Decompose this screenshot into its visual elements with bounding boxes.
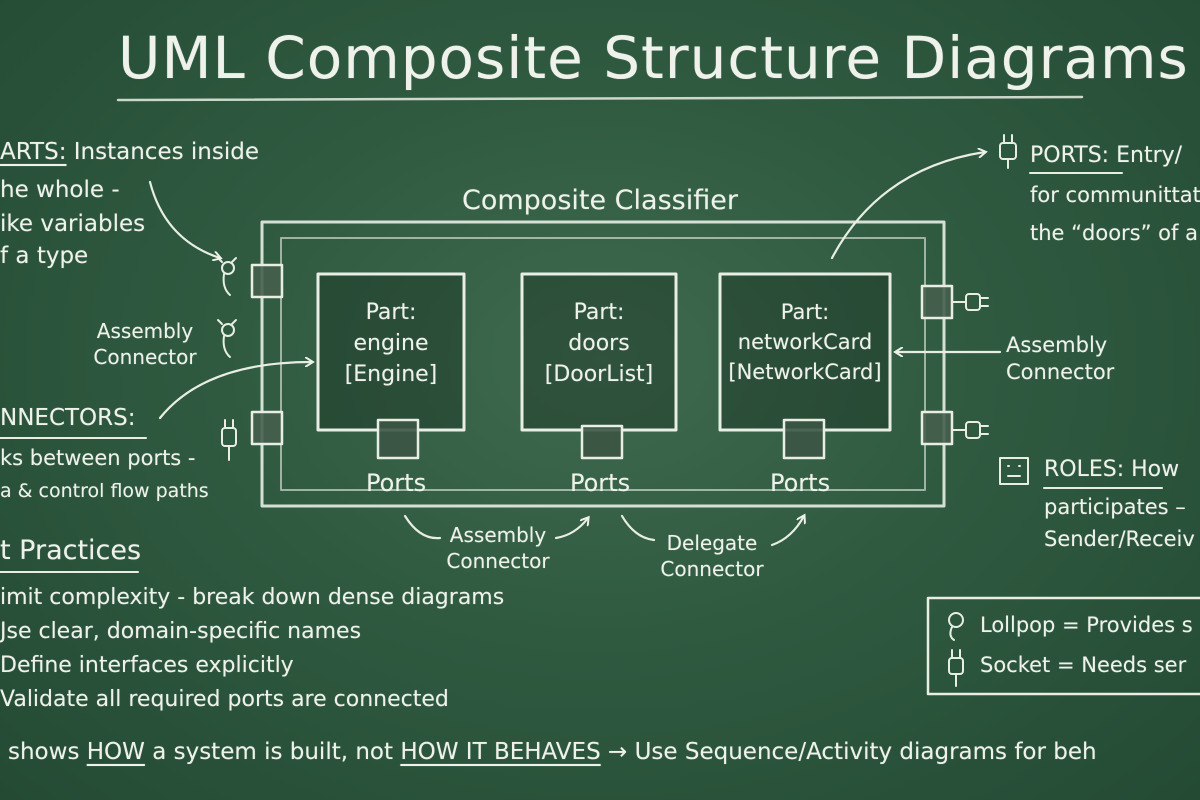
right-assembly-line1: Assembly [1006, 333, 1108, 357]
part-doors-type: [DoorList] [544, 361, 654, 387]
part-doors-name: doors [568, 330, 630, 356]
part-networkcard-line1: Part: [780, 300, 830, 324]
connectors-title: NNECTORS: [0, 405, 136, 431]
title-underline [116, 95, 1084, 102]
legend-box [926, 596, 1200, 696]
bottom-assembly-line2: Connector [446, 549, 550, 573]
roles-text1: How [1131, 457, 1180, 482]
arrow-parts-to-port [148, 180, 220, 258]
roles-text2: participates – [1044, 495, 1186, 519]
bottom-assembly-line1: Assembly [449, 523, 547, 547]
parts-text2: he whole - [0, 177, 120, 203]
practice-item-2: Jse clear, domain-specific names [0, 619, 362, 644]
part-networkcard-name: networkCard [737, 329, 873, 354]
arrow-assembly-left-curve [403, 514, 442, 540]
arrow-delegate-to-networkcard-port [770, 516, 804, 547]
part-box-networkcard [718, 272, 892, 432]
ports-heading: PORTS: Entry/ [1030, 143, 1183, 169]
part-networkcard-type: [NetworkCard] [728, 359, 882, 384]
footer-note: shows HOW a system is built, not HOW IT … [8, 739, 1097, 766]
ports-text3: the “doors” of a [1030, 221, 1198, 245]
footer-how1: HOW [86, 739, 145, 765]
footer-arrow: → [608, 739, 628, 765]
port-square-networkcard [782, 418, 826, 460]
page-title: UML Composite Structure Diagrams [118, 24, 1189, 92]
footer-how2: HOW IT BEHAVES [400, 739, 601, 765]
ports-title: PORTS: [1030, 143, 1110, 168]
practice-item-3: Define interfaces explicitly [0, 653, 294, 678]
delegate-line1: Delegate [666, 531, 758, 555]
legend-lollipop-icon [948, 612, 964, 641]
port-square-doors [580, 424, 624, 460]
delegate-connector-label: Delegate Connector [652, 530, 772, 582]
frame-port-left-top [250, 263, 284, 299]
ports-text2: for communittat [1030, 183, 1200, 207]
left-assembly-line2: Connector [93, 345, 197, 369]
footer-part2: a system is built, not [152, 739, 394, 765]
part-engine: Part: engine [Engine] [318, 298, 464, 390]
part-engine-type: [Engine] [344, 361, 438, 387]
part-doors: Part: doors [DoorList] [522, 298, 676, 390]
legend-socket-icon [948, 649, 964, 687]
roles-icon [999, 457, 1029, 485]
lollipop-icon-left-mid [217, 319, 237, 358]
arrow-connectors-to-engine [158, 362, 312, 420]
practice-item-4: Validate all required ports are connecte… [0, 687, 449, 712]
part-engine-name: engine [353, 330, 429, 356]
legend-socket-text: Socket = Needs ser [980, 653, 1187, 677]
footer-part3: Use Sequence/Activity diagrams for beh [634, 739, 1097, 765]
roles-heading: ROLES: How [1044, 457, 1180, 483]
parts-text3: ike variables [0, 211, 146, 237]
parts-text4: f a type [0, 243, 89, 269]
ports-text1: Entry/ [1116, 143, 1183, 168]
lollipop-icon-left-top [217, 257, 237, 296]
frame-port-left-bottom [250, 410, 284, 446]
left-assembly-connector-label: Assembly Connector [86, 318, 204, 370]
arrow-networkcard-to-ports [830, 152, 985, 260]
plug-icon-right-top [952, 293, 989, 311]
connectors-text2: a & control flow paths [0, 480, 209, 502]
composite-classifier-label: Composite Classifier [462, 185, 738, 216]
practice-item-1: imit complexity - break down dense diagr… [0, 585, 505, 610]
arrow-delegate-left-curve [620, 514, 656, 542]
delegate-line2: Connector [660, 557, 764, 581]
plug-icon-right-bottom [952, 421, 989, 439]
connectors-text1: ks between ports - [0, 446, 196, 470]
bottom-assembly-connector-label: Assembly Connector [438, 522, 558, 574]
frame-port-right-top [920, 284, 954, 320]
right-assembly-connector-label: Assembly Connector [1006, 332, 1114, 387]
parts-title: ARTS: [0, 139, 67, 165]
port-square-engine [376, 418, 420, 460]
plug-icon-ports-heading [999, 134, 1017, 169]
arrow-assembly-to-doors-port [554, 518, 588, 540]
part-box-engine [316, 272, 466, 432]
roles-text3: Sender/Receiv [1044, 527, 1195, 551]
ports-label-networkcard: Ports [770, 469, 831, 497]
right-assembly-line2: Connector [1006, 360, 1115, 385]
footer-part1: shows [8, 739, 80, 765]
parts-heading: ARTS: Instances inside [0, 139, 259, 166]
practices-title: t Practices [0, 535, 142, 566]
legend-lollipop-text: Lollpop = Provides s [980, 613, 1193, 637]
part-doors-line1: Part: [573, 300, 625, 325]
socket-icon-left [221, 419, 237, 461]
frame-port-right-bottom [920, 410, 954, 446]
part-engine-line1: Part: [365, 300, 417, 325]
ports-label-engine: Ports [366, 469, 427, 497]
roles-title: ROLES: [1044, 457, 1125, 482]
ports-label-doors: Ports [570, 469, 631, 497]
parts-text1: Instances inside [73, 139, 259, 165]
composite-frame-outer [260, 220, 946, 508]
left-assembly-line1: Assembly [96, 319, 194, 343]
part-networkcard: Part: networkCard [NetworkCard] [720, 298, 890, 387]
